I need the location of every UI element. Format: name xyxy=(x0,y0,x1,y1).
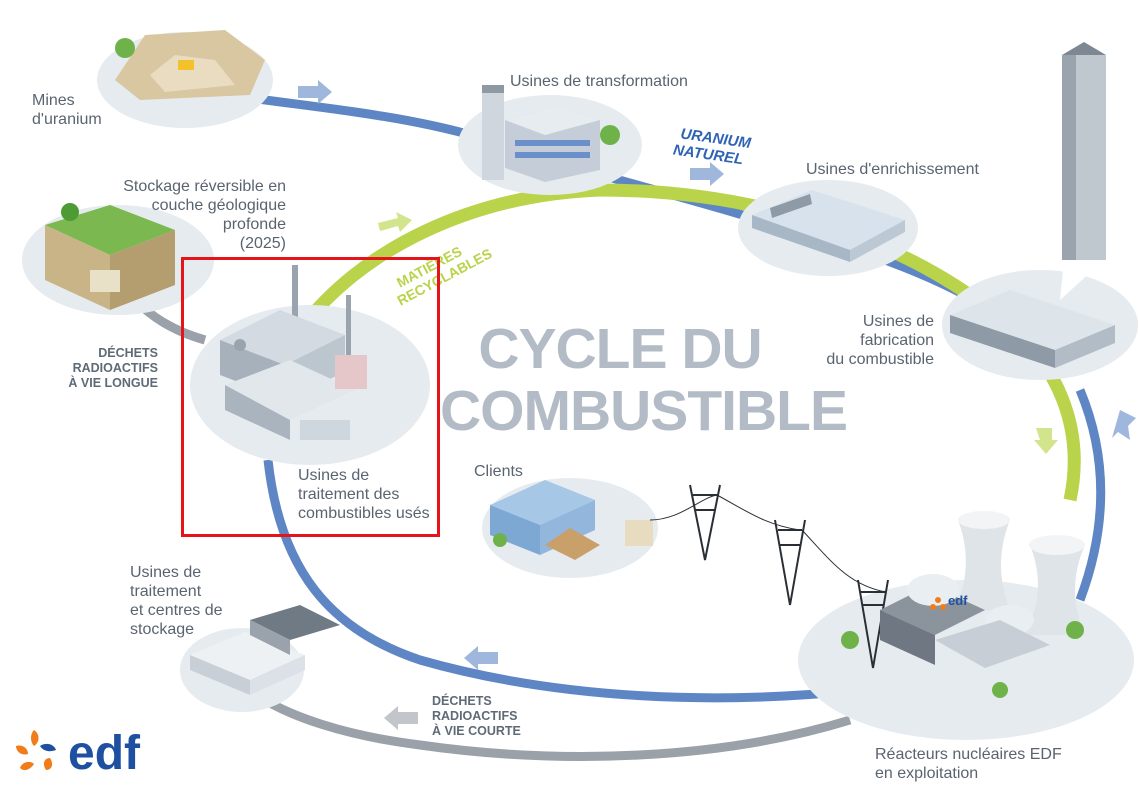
arrow-icon xyxy=(464,646,498,670)
fabrication-illustration xyxy=(950,42,1115,368)
centres-illustration xyxy=(190,605,340,695)
traitement-illustration xyxy=(220,265,367,440)
flow-arrows xyxy=(298,80,1136,730)
ring-blue-bottom xyxy=(263,459,861,703)
arrow-icon xyxy=(298,80,332,104)
arrow-icon xyxy=(1034,428,1058,454)
label-clients: Clients xyxy=(474,463,523,480)
arrow-icon xyxy=(1112,410,1136,440)
edf-logo: edf xyxy=(6,724,166,786)
power-lines xyxy=(649,484,889,669)
label-reacteurs: Réacteurs nucléaires EDF en exploitation xyxy=(875,746,1062,782)
enrichissement-illustration xyxy=(752,190,905,262)
mine-illustration xyxy=(115,30,265,100)
plant-edf-text: edf xyxy=(948,593,968,608)
clients-illustration xyxy=(490,480,653,560)
label-fabrication: Usines de fabrication du combustible xyxy=(826,313,934,368)
label-mines: Mines d'uranium xyxy=(32,92,102,128)
label-dechets-vie-courte: DÉCHETS RADIOACTIFS À VIE COURTE xyxy=(432,694,521,738)
edf-sun-icon xyxy=(16,730,56,771)
arrow-icon xyxy=(378,212,412,232)
arrow-icon xyxy=(384,706,418,730)
label-traitement-uses: Usines de traitement des combustibles us… xyxy=(298,467,430,522)
ring-grey-bottom xyxy=(262,696,852,761)
reacteurs-illustration xyxy=(841,511,1085,698)
label-stockage-geologique: Stockage réversible en couche géologique… xyxy=(123,178,286,252)
label-traitement-stockage: Usines de traitement et centres de stock… xyxy=(130,564,223,638)
arrow-icon xyxy=(690,162,724,186)
svg-text:URANIUM NATUREL: URANIUM NATUREL xyxy=(672,125,756,170)
diagram-title: CYCLE DU COMBUSTIBLE xyxy=(440,317,848,443)
label-enrichissement: Usines d'enrichissement xyxy=(806,161,979,178)
highlight-box xyxy=(181,257,440,537)
edf-logo-text: edf xyxy=(68,727,140,780)
transformation-illustration xyxy=(482,85,620,182)
label-transformation: Usines de transformation xyxy=(510,73,688,90)
ring-blue-right xyxy=(1075,388,1106,602)
label-dechets-vie-longue: DÉCHETS RADIOACTIFS À VIE LONGUE xyxy=(68,346,158,390)
plant-edf-logo: edf xyxy=(930,593,968,610)
stockage-illustration xyxy=(45,203,175,310)
